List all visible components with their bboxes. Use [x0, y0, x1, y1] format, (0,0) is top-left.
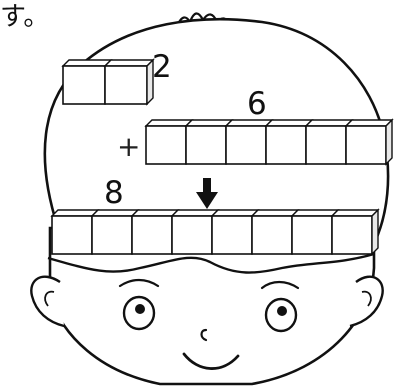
count-label-six: 6: [247, 89, 267, 120]
block-side-face: [372, 210, 378, 254]
block-cube: [105, 60, 153, 104]
left-ear: [31, 277, 64, 326]
block-row-eight: [52, 210, 378, 254]
count-label-two: 2: [152, 52, 172, 83]
plus-sign: +: [117, 133, 140, 161]
block-row-six: [146, 120, 392, 164]
block-cube: [346, 120, 392, 164]
block-cube: [332, 210, 378, 254]
block-side-face: [386, 120, 392, 164]
count-label-eight: 8: [104, 178, 124, 209]
corner-text: す。: [0, 4, 49, 30]
block-row-two: [63, 60, 153, 104]
